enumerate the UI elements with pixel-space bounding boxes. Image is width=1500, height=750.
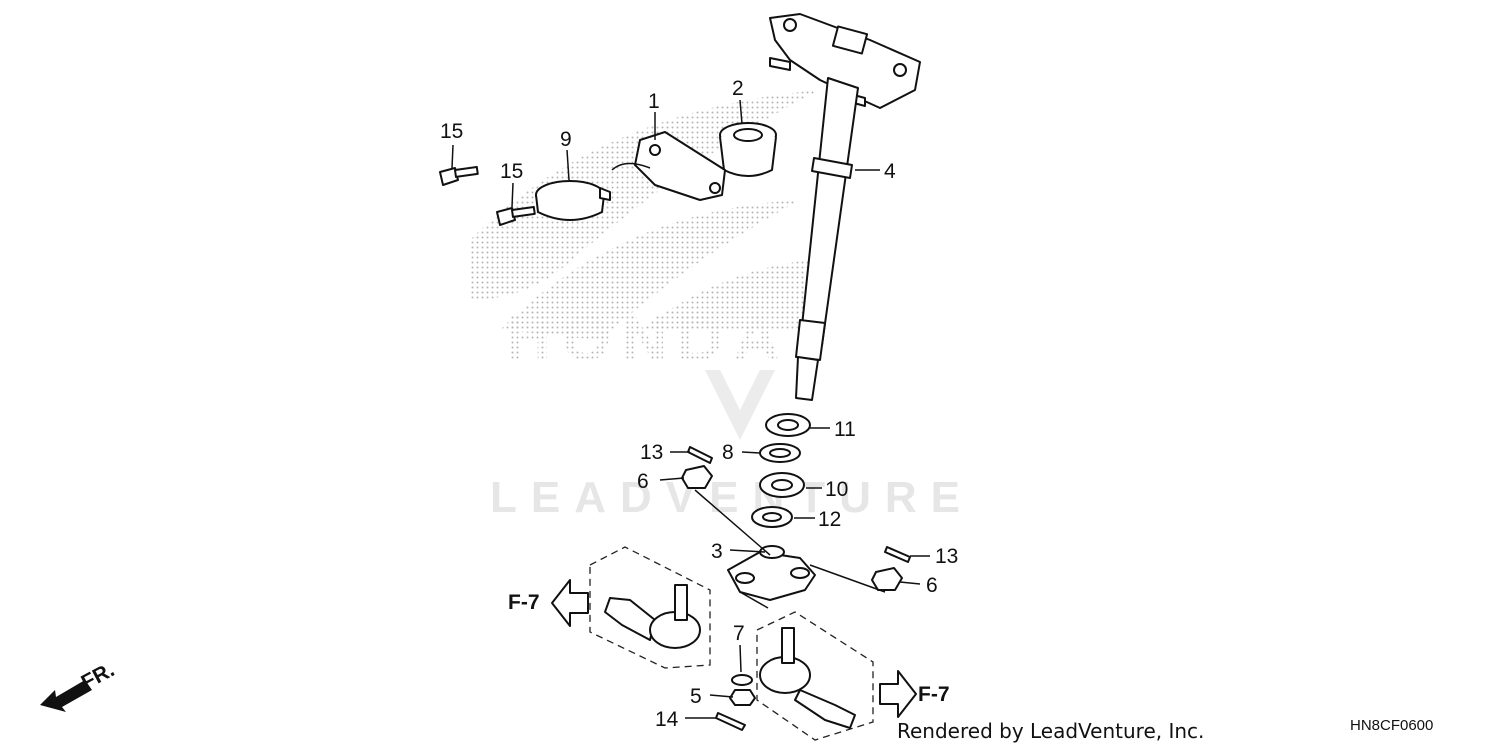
shaft-holder [611,131,726,201]
shaft-bushing [719,122,777,177]
callout-10: 10 [825,478,848,501]
callout-2: 2 [732,77,744,100]
small-washer [731,674,753,686]
leadventure-watermark: LEADVENTURE [490,370,974,522]
cotter-pin-bottom [715,712,746,731]
reference-right-label: F-7 [918,683,950,706]
front-arrow-icon [40,680,92,712]
front-indicator: FR. [40,658,118,712]
clamp-band [535,180,611,221]
callout-5: 5 [690,685,702,708]
steering-shaft [769,13,921,401]
render-credit: Rendered by LeadVenture, Inc. [897,719,1204,743]
leadventure-watermark-text: LEADVENTURE [490,473,974,522]
lock-nut [729,689,756,706]
callout-9: 9 [560,128,572,151]
cotter-pin-left [687,446,713,464]
bolt-upper [439,165,479,186]
callout-6-right: 6 [926,574,938,597]
callout-15-upper: 15 [440,120,463,143]
oil-seal-lower [751,506,793,528]
callout-12: 12 [818,508,841,531]
leader-lines [451,99,930,719]
oil-seal-upper [765,413,811,437]
reference-right[interactable]: F-7 [879,670,950,718]
callout-labels: 1 2 3 4 5 6 6 7 8 9 10 11 12 13 13 14 15… [440,77,958,731]
callout-13-left: 13 [640,441,663,464]
callout-6-left: 6 [637,470,649,493]
callout-15-lower: 15 [500,160,523,183]
callout-1: 1 [648,90,660,113]
tie-rod-end-left [589,546,711,669]
callout-3: 3 [711,540,723,563]
honda-watermark-text: HONDA [505,302,790,374]
reference-left-label: F-7 [508,591,540,614]
diagram-code: HN8CF0600 [1350,717,1433,734]
tie-rod-end-right [756,611,874,741]
arrow-right-icon [879,670,917,718]
honda-wing-watermark: HONDA [470,90,820,374]
reference-left[interactable]: F-7 [508,579,589,627]
callout-13-right: 13 [935,545,958,568]
castle-nut-left [681,465,713,489]
callout-8: 8 [722,441,734,464]
callout-7: 7 [733,622,745,645]
callout-14: 14 [655,708,679,731]
bolt-lower [496,205,536,226]
bearing [759,472,805,498]
arrow-left-icon [551,579,589,627]
cotter-pin-right [884,546,911,563]
callout-11: 11 [834,418,856,441]
washer [759,443,801,463]
callout-4: 4 [884,160,896,183]
castle-nut-right [871,567,903,591]
